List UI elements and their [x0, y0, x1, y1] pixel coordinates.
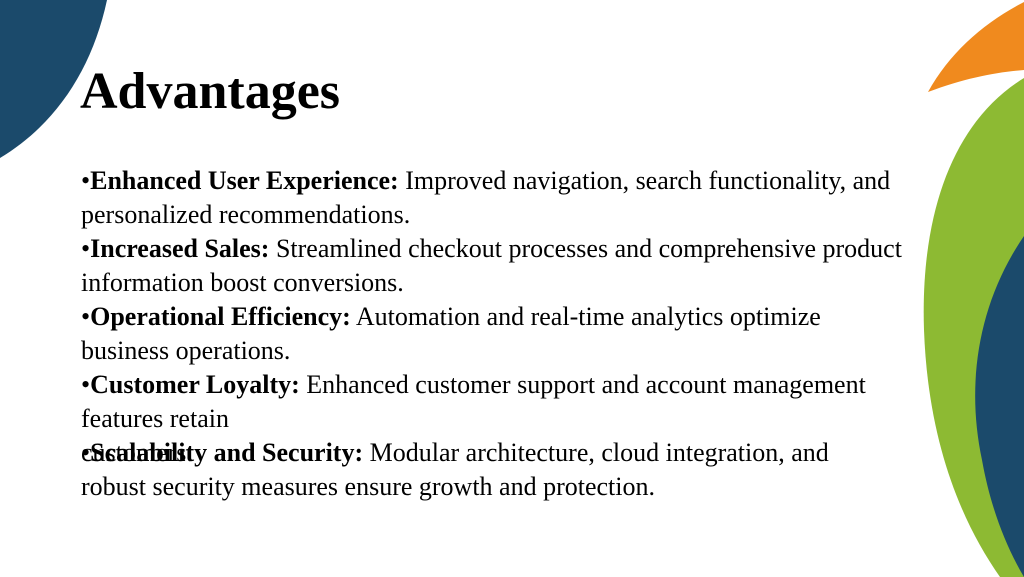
overflowed-text-customers: customers.: [81, 438, 193, 467]
bullet-body: Streamlined checkout processes and compr…: [81, 234, 902, 297]
top-left-navy-shape: [0, 0, 107, 158]
bullet-lead: Increased Sales:: [90, 234, 270, 263]
bullet-item-operational-efficiency: •Operational Efficiency: Automation and …: [81, 300, 911, 368]
bullet-list: •Enhanced User Experience: Improved navi…: [81, 164, 911, 504]
bullet-lead: Operational Efficiency:: [90, 302, 351, 331]
bullet-overlap-line: •Scalability and Security: Modular archi…: [81, 436, 829, 470]
bullet-marker: •: [81, 370, 91, 399]
bullet-body: Modular architecture, cloud integration,…: [363, 438, 829, 467]
slide-title: Advantages: [80, 63, 341, 120]
bullet-marker: •: [81, 234, 91, 263]
bullet-body: Enhanced customer support and account ma…: [81, 370, 866, 433]
right-navy-swoosh: [975, 236, 1024, 577]
bullet-body: Improved navigation, search functionalit…: [81, 166, 891, 229]
right-orange-swoosh: [928, 2, 1024, 92]
bullet-lead: Scalability and Security:: [90, 438, 364, 467]
bullet-marker: •: [81, 438, 91, 467]
bullet-item-customer-loyalty: •Customer Loyalty: Enhanced customer sup…: [81, 368, 911, 436]
bullet-item-enhanced-user-experience: •Enhanced User Experience: Improved navi…: [81, 164, 911, 232]
bullet-body: Automation and real-time analytics optim…: [81, 302, 821, 365]
bullet-continuation-line: robust security measures ensure growth a…: [81, 472, 656, 501]
bullet-lead: Enhanced User Experience:: [90, 166, 399, 195]
bullet-lead: Customer Loyalty:: [90, 370, 300, 399]
bullet-item-increased-sales: •Increased Sales: Streamlined checkout p…: [81, 232, 911, 300]
bullet-marker: •: [81, 302, 91, 331]
bullet-marker: •: [81, 166, 91, 195]
bullet-item-scalability-and-security: customers. •Scalability and Security: Mo…: [81, 436, 911, 470]
